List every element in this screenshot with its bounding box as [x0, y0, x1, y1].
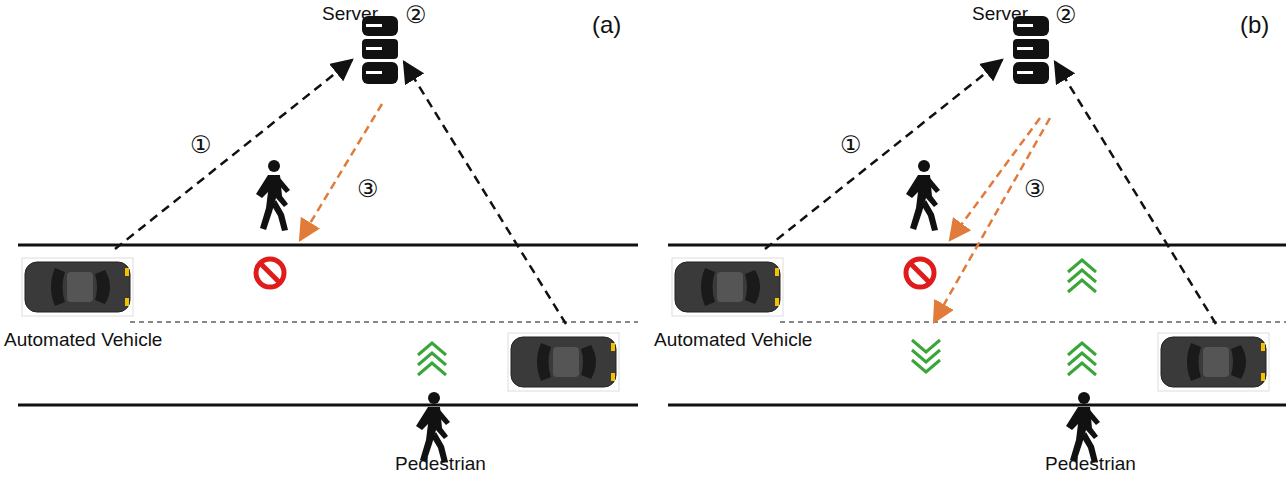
vehicle-label: Automated Vehicle: [654, 330, 812, 351]
callout-number: ①: [190, 132, 212, 158]
callout-number: ③: [1024, 176, 1046, 202]
server-label: Server: [972, 4, 1028, 25]
pedestrian-label: Pedestrian: [1045, 454, 1136, 475]
callout-number: ②: [405, 2, 427, 28]
vehicle-label: Automated Vehicle: [4, 330, 162, 351]
callout-number: ①: [840, 132, 862, 158]
panel-b: [668, 16, 1286, 463]
panel-a: [18, 16, 638, 463]
pedestrian-label: Pedestrian: [395, 454, 486, 475]
panel-label: (b): [1240, 12, 1269, 38]
server-label: Server: [322, 4, 378, 25]
callout-number: ③: [357, 176, 379, 202]
panel-label: (a): [592, 12, 621, 38]
callout-number: ②: [1055, 2, 1077, 28]
